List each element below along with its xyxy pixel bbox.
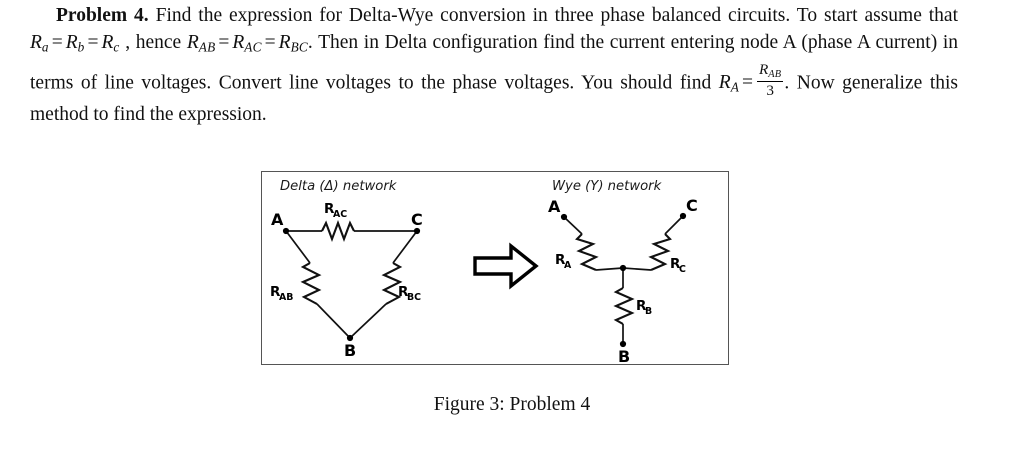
- wye-resistor-ra-symbol: [575, 233, 599, 271]
- svg-text:AB: AB: [279, 292, 293, 303]
- math-rac: RAC: [232, 32, 262, 56]
- svg-text:B: B: [645, 306, 652, 317]
- math-ra: Ra: [30, 32, 49, 56]
- problem-statement: Problem 4. Find the expression for Delta-…: [30, 2, 958, 128]
- delta-wire-c-to-rbc: [392, 230, 418, 264]
- delta-network: Delta (Δ) network A C B R A: [270, 179, 423, 360]
- svg-text:R: R: [398, 284, 409, 300]
- problem-label: Problem 4.: [56, 5, 149, 26]
- wye-wire-a-to-ra: [563, 216, 583, 235]
- wye-center-node-dot: [619, 264, 627, 272]
- delta-node-dot-C: [413, 227, 421, 235]
- svg-text:BC: BC: [407, 292, 421, 303]
- delta-node-label-A: A: [271, 210, 284, 229]
- wye-wire-c-to-rc: [664, 215, 684, 235]
- wye-node-dot-B: [619, 340, 627, 348]
- delta-resistor-label-rbc: R BC: [398, 284, 421, 303]
- delta-wire-a-to-rab: [285, 230, 311, 264]
- delta-resistor-rab-symbol: [300, 262, 322, 305]
- math-rbc: RBC: [278, 32, 308, 56]
- math-rc: Rc: [101, 32, 120, 56]
- math-rab: RAB: [186, 32, 216, 56]
- svg-text:R: R: [270, 284, 281, 300]
- svg-text:C: C: [679, 264, 686, 275]
- math-rA: RA: [718, 71, 739, 95]
- wye-node-dot-C: [679, 212, 687, 220]
- delta-node-dot-B: [346, 334, 354, 342]
- svg-text:R: R: [555, 252, 566, 268]
- wye-node-label-A: A: [548, 197, 561, 216]
- figure-caption: Figure 3: Problem 4: [433, 394, 591, 415]
- wye-resistor-label-rc: R C: [670, 256, 686, 275]
- equals-2: =: [87, 32, 99, 54]
- svg-text:AC: AC: [333, 209, 347, 220]
- delta-resistor-rac-symbol: [321, 220, 355, 242]
- wye-node-dot-A: [560, 213, 568, 221]
- wye-resistor-rb-symbol: [613, 287, 635, 325]
- equals-5: =: [742, 71, 753, 93]
- delta-wire-rbc-to-b: [349, 303, 387, 339]
- svg-text:A: A: [564, 260, 572, 271]
- wye-node-label-B: B: [618, 347, 630, 364]
- delta-node-dot-A: [282, 227, 290, 235]
- equals-3: =: [218, 32, 230, 54]
- delta-node-label-C: C: [411, 210, 423, 229]
- delta-resistor-label-rac: R AC: [324, 201, 347, 220]
- wye-resistor-rc-symbol: [648, 233, 672, 271]
- svg-text:R: R: [636, 298, 647, 314]
- conversion-arrow: [473, 242, 539, 290]
- delta-wire-rab-to-b: [316, 303, 351, 339]
- problem-text-3: . Then in Delta configuration find the c…: [30, 32, 959, 93]
- wye-node-label-C: C: [686, 196, 698, 215]
- delta-resistor-label-rab: R AB: [270, 284, 293, 303]
- wye-network-title: Wye (Y) network: [552, 179, 663, 194]
- wye-wire-ra-to-center: [595, 267, 624, 271]
- wye-wire-rc-to-center: [622, 267, 652, 271]
- delta-resistor-rbc-symbol: [381, 262, 403, 305]
- problem-text-4: . Now generalize this method to find the…: [30, 71, 958, 125]
- svg-text:R: R: [670, 256, 681, 272]
- svg-text:R: R: [324, 201, 335, 217]
- equals-4: =: [264, 32, 276, 54]
- wye-resistor-label-rb: R B: [636, 298, 652, 317]
- problem-text-2: , hence: [125, 32, 182, 54]
- wye-network: Wye (Y) network A C B R: [548, 179, 698, 364]
- problem-text-1: Find the expression for Delta-Wye conver…: [155, 5, 958, 26]
- figure-frame: Delta (Δ) network A C B R A: [261, 171, 729, 365]
- delta-network-title: Delta (Δ) network: [280, 179, 398, 194]
- right-arrow-icon: [473, 242, 539, 290]
- circuit-diagram: Delta (Δ) network A C B R A: [270, 179, 698, 364]
- wye-resistor-label-ra: R A: [555, 252, 572, 271]
- delta-node-label-B: B: [344, 341, 356, 360]
- math-rb: Rb: [65, 32, 85, 56]
- equals-1: =: [51, 32, 63, 54]
